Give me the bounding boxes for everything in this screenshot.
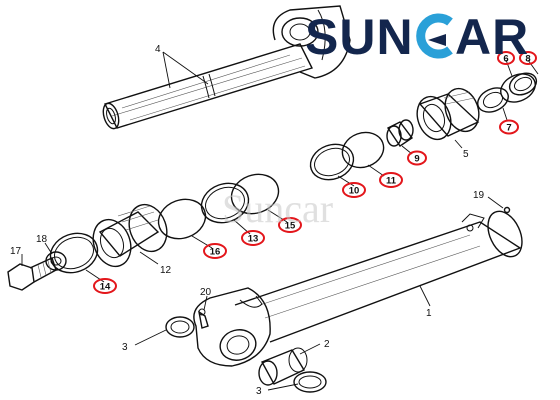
piston [92,203,168,268]
label-12: 12 [160,265,172,276]
bushing-9 [386,119,414,147]
svg-text:10: 10 [349,186,360,197]
svg-text:7: 7 [506,123,511,134]
backup-ring-10 [309,143,355,181]
circled-7: 7 [499,119,519,135]
label-5: 5 [463,149,469,160]
label-2: 2 [324,339,330,350]
circled-16: 16 [203,243,227,259]
seal-7 [477,87,509,113]
circled-13: 13 [241,230,265,246]
logo-text-sun: SUN [305,9,414,65]
circled-11: 11 [379,172,403,188]
dust-seal-3-left [165,316,195,338]
ring-14 [49,232,99,274]
svg-text:16: 16 [210,247,221,258]
circled-14: 14 [93,278,117,294]
label-4: 4 [155,44,161,55]
svg-text:6: 6 [503,54,508,65]
piston-bolt [7,257,57,291]
label-3-left: 3 [122,342,128,353]
circled-9: 9 [407,150,427,166]
cylinder-tube [193,210,523,367]
circled-8: 8 [519,51,537,65]
svg-text:15: 15 [285,221,296,232]
logo-text-ar: AR [455,9,529,65]
leader-lines [21,51,539,391]
suncar-logo: SUN AR [305,9,529,65]
ring-16 [157,198,207,240]
bushing-2 [258,347,308,386]
label-17: 17 [10,246,22,257]
svg-text:13: 13 [248,234,259,245]
highlighted-part-numbers: 6 8 7 9 11 10 15 13 [93,51,537,294]
grease-fitting-19 [503,206,511,214]
svg-text:14: 14 [100,282,111,293]
o-ring-11 [341,131,385,169]
circled-15: 15 [278,217,302,233]
logo-c-mark [416,13,453,59]
label-3-bottom: 3 [256,386,262,397]
dust-seal-3-bottom [293,371,327,393]
label-18: 18 [36,234,48,245]
wiper-seal-6 [508,72,538,96]
piston-rod [102,5,351,130]
label-20: 20 [200,287,212,298]
ring-15 [230,173,280,215]
rod-gland [416,87,480,141]
circled-6: 6 [497,51,515,65]
ring-13 [200,182,250,224]
svg-text:9: 9 [414,154,419,165]
label-19: 19 [473,190,485,201]
label-1: 1 [426,308,432,319]
svg-text:8: 8 [525,54,530,65]
part-number-labels: 4 5 12 18 17 19 20 1 3 2 3 [10,44,485,397]
grease-fitting-20 [198,308,209,329]
circled-10: 10 [342,182,366,198]
svg-text:11: 11 [386,176,397,187]
watermark-text: Suncar [222,186,333,231]
